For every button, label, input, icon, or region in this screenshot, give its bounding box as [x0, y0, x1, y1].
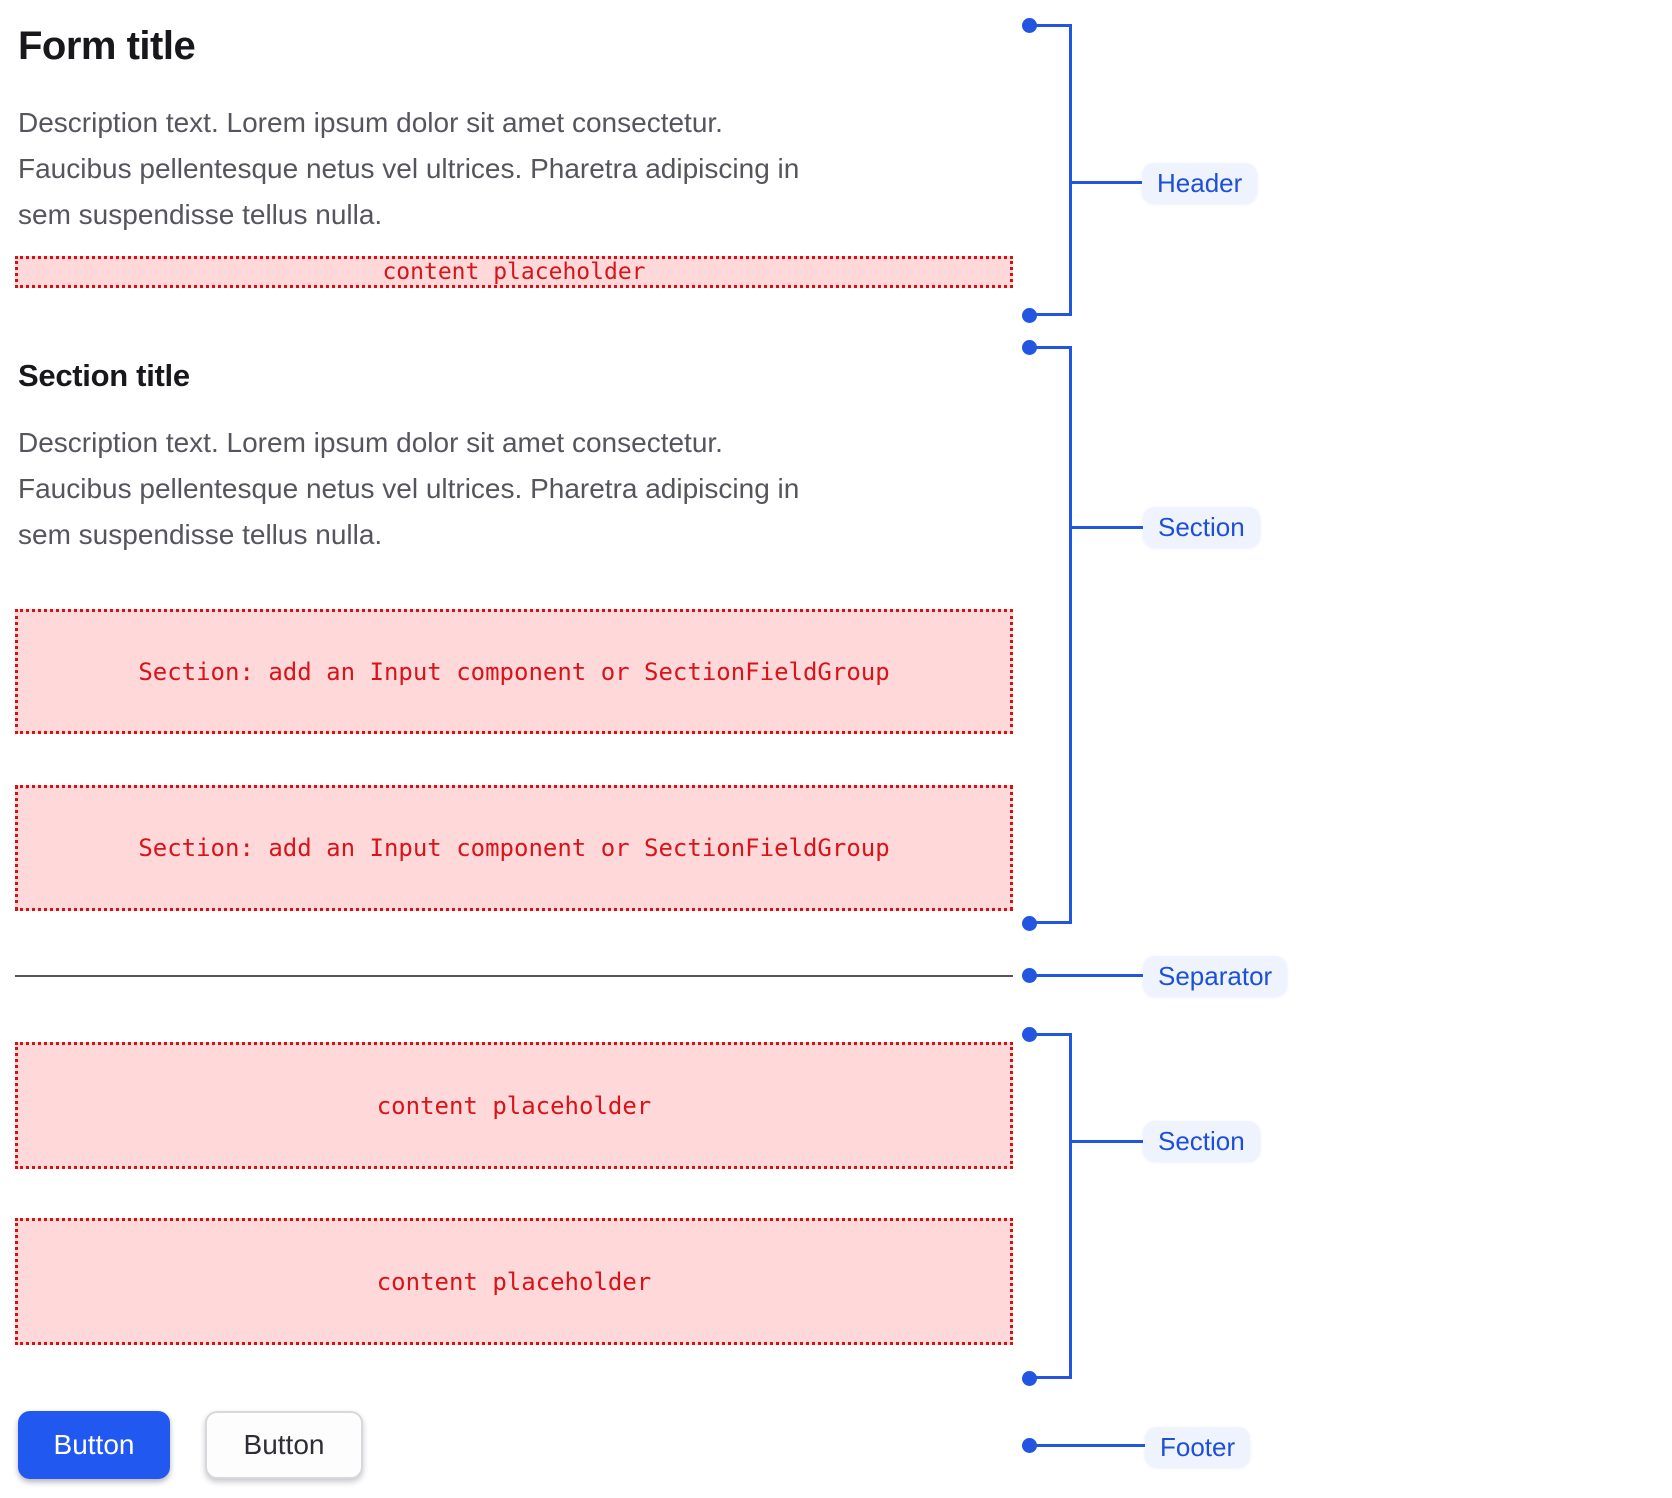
- bracket-line: [1072, 1140, 1143, 1143]
- bracket-line: [1069, 1033, 1072, 1379]
- section-input-placeholder: Section: add an Input component or Secti…: [15, 609, 1013, 734]
- separator-line: [15, 975, 1013, 977]
- bracket-line: [1029, 921, 1072, 924]
- footer-annotation-label: Footer: [1145, 1427, 1251, 1467]
- form-title: Form title: [18, 24, 196, 68]
- section-description-line: sem suspendisse tellus nulla.: [18, 519, 383, 550]
- bracket-line: [1029, 313, 1072, 316]
- bracket-line: [1072, 526, 1143, 529]
- content-placeholder: content placeholder: [15, 1042, 1013, 1169]
- primary-button[interactable]: Button: [18, 1411, 170, 1479]
- anchor-dot: [1022, 308, 1037, 323]
- form-description: Description text. Lorem ipsum dolor sit …: [18, 100, 948, 238]
- form-description-line: Description text. Lorem ipsum dolor sit …: [18, 107, 723, 138]
- anchor-dot: [1022, 916, 1037, 931]
- section-description-line: Description text. Lorem ipsum dolor sit …: [18, 427, 723, 458]
- bracket-line: [1069, 24, 1072, 316]
- pointer-line: [1036, 1444, 1145, 1447]
- header-annotation-label: Header: [1142, 163, 1258, 203]
- anchor-dot: [1022, 1438, 1037, 1453]
- bracket-line: [1029, 346, 1072, 349]
- bracket-line: [1069, 346, 1072, 924]
- content-placeholder: content placeholder: [15, 1218, 1013, 1345]
- anchor-dot: [1022, 1371, 1037, 1386]
- section-description: Description text. Lorem ipsum dolor sit …: [18, 420, 948, 558]
- anchor-dot: [1022, 968, 1037, 983]
- section-1-annotation-label: Section: [1143, 507, 1260, 547]
- section-description-line: Faucibus pellentesque netus vel ultrices…: [18, 473, 800, 504]
- secondary-button[interactable]: Button: [205, 1411, 363, 1479]
- bracket-line: [1029, 1376, 1072, 1379]
- bracket-line: [1072, 181, 1142, 184]
- bracket-line: [1029, 24, 1072, 27]
- section-2-annotation-label: Section: [1143, 1121, 1260, 1161]
- section-title: Section title: [18, 358, 190, 393]
- separator-annotation-label: Separator: [1143, 956, 1288, 996]
- section-input-placeholder: Section: add an Input component or Secti…: [15, 785, 1013, 911]
- header-content-placeholder: content placeholder: [15, 256, 1013, 288]
- pointer-line: [1036, 974, 1143, 977]
- bracket-line: [1029, 1033, 1072, 1036]
- form-description-line: sem suspendisse tellus nulla.: [18, 199, 383, 230]
- form-description-line: Faucibus pellentesque netus vel ultrices…: [18, 153, 800, 184]
